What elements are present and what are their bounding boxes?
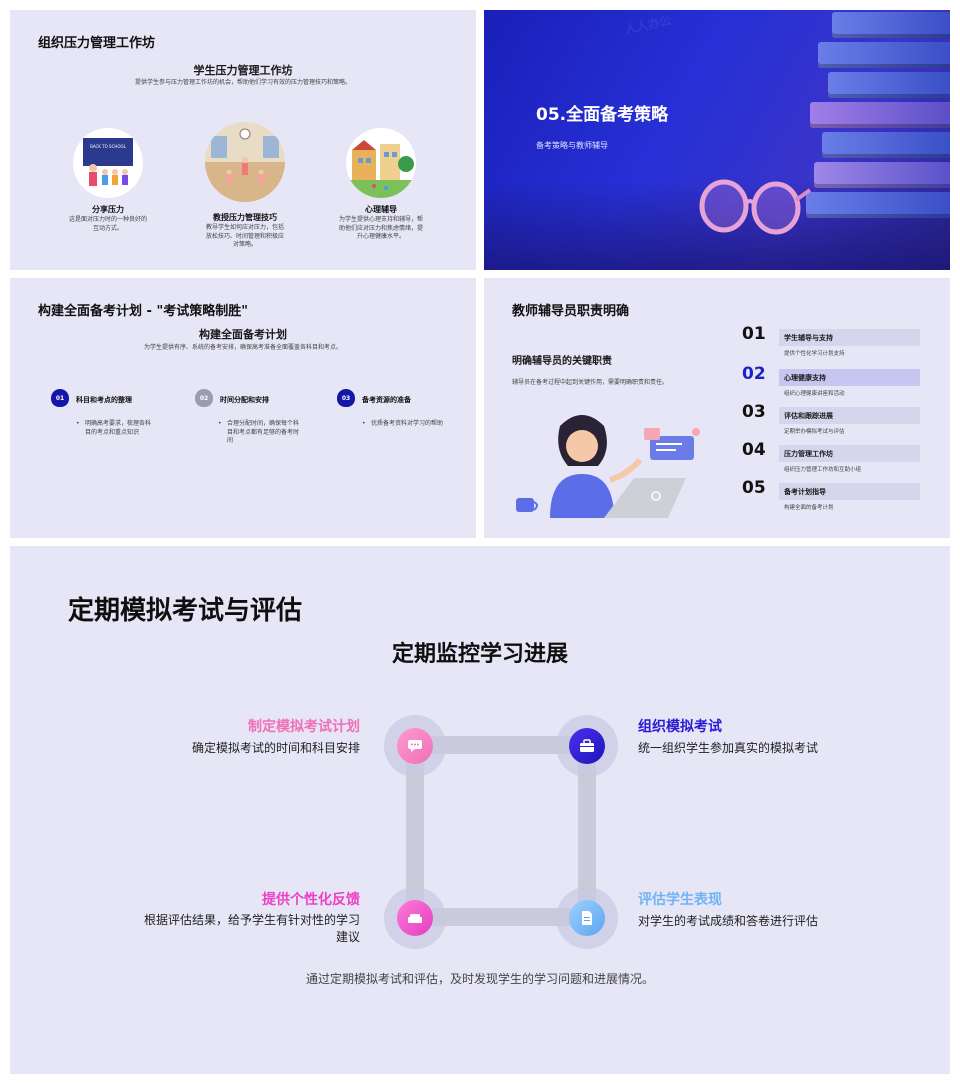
section-title: 05.全面备考策略 — [536, 105, 669, 125]
classroom-illustration: BACK TO SCHOOL — [73, 128, 143, 198]
sofa-icon — [397, 900, 433, 936]
glasses-icon — [699, 179, 812, 235]
duty-num-01: 01 — [742, 324, 766, 344]
slide3-subtitle: 为学生提供有序、系统的备考安排，确保高考准备全面覆盖各科目和考点。 — [143, 344, 342, 351]
step2-label: 时间分配和安排 — [220, 396, 269, 404]
step1-desc: 明确高考要求，梳理各科目的考点和重点知识 — [85, 420, 152, 436]
item2-desc: 教导学生如何应对压力，包括放松技巧、时间管理和积极应对策略。 — [205, 224, 284, 249]
section-subtitle: 备考策略与教师辅导 — [536, 141, 608, 150]
duty-bar-04: 压力管理工作坊 — [779, 445, 920, 462]
item1-label: 分享压力 — [92, 205, 124, 214]
slide3-header: 构建全面备考计划 - "考试策略制胜" — [38, 304, 248, 319]
step-badge-02: 02 — [195, 389, 213, 407]
item3-desc: 为学生提供心理支持和辅导，帮助他们应对压力和焦虑情绪，提升心理健康水平。 — [339, 216, 424, 241]
schoolyard-illustration — [346, 128, 416, 198]
slide-counselor-duties: 教师辅导员职责明确 明确辅导员的关键职责 辅导员在备考过程中起到关键作用，需要明… — [484, 278, 950, 538]
step-evaluate-desc: 对学生的考试成绩和答卷进行评估 — [638, 914, 819, 928]
step-organize-label: 组织模拟考试 — [638, 719, 722, 735]
chat-icon — [397, 728, 433, 764]
step-organize-desc: 统一组织学生参加真实的模拟考试 — [638, 741, 819, 755]
duty-sub-04: 组织压力管理工作坊和互助小组 — [784, 467, 862, 473]
item3-label: 心理辅导 — [365, 205, 397, 214]
step1-label: 科目和考点的整理 — [76, 396, 132, 404]
slide-section-05: 人人办公 05.全面备考策略 备考策略与教师辅导 — [484, 10, 950, 270]
book-stack-image — [800, 10, 950, 240]
step-badge-03: 03 — [337, 389, 355, 407]
duty-sub-02: 组织心理健康讲座和活动 — [784, 391, 845, 397]
slide-mock-exams: 定期模拟考试与评估 定期监控学习进展 制定模拟考试计划 确定模拟考试的时间和科目… — [10, 546, 950, 1074]
slide-stress-workshop: 组织压力管理工作坊 学生压力管理工作坊 提供学生参与压力管理工作坊的机会，帮助他… — [10, 10, 476, 270]
duty-sub-05: 构建全面的备考计划 — [784, 505, 834, 511]
connector-top — [414, 736, 588, 754]
step-plan-label: 制定模拟考试计划 — [248, 719, 360, 735]
teacher-illustration — [516, 415, 700, 518]
duty-bar-05: 备考计划指导 — [779, 483, 920, 500]
board-text: BACK TO SCHOOL — [90, 144, 127, 149]
slide5-footer: 通过定期模拟考试和评估，及时发现学生的学习问题和进展情况。 — [305, 972, 654, 986]
duty-bar-03: 评估和跟踪进展 — [779, 407, 920, 424]
connector-right — [578, 745, 596, 917]
duty-num-04: 04 — [742, 440, 766, 460]
slide4-title: 明确辅导员的关键职责 — [512, 356, 612, 367]
slide1-title: 学生压力管理工作坊 — [193, 64, 293, 77]
duty-sub-01: 提供个性化学习计划支持 — [784, 351, 845, 357]
step-feedback-desc: 根据评估结果，给予学生有针对性的学习建议 — [143, 913, 360, 945]
slide1-subtitle: 提供学生参与压力管理工作坊的机会，帮助他们学习有效的压力管理技巧和策略。 — [134, 79, 351, 86]
connector-bottom — [414, 908, 588, 926]
duty-num-05: 05 — [742, 478, 766, 498]
step-evaluate-label: 评估学生表现 — [638, 892, 722, 908]
document-icon — [569, 900, 605, 936]
duty-bar-01: 学生辅导与支持 — [779, 329, 920, 346]
slide4-header: 教师辅导员职责明确 — [512, 304, 630, 319]
slide1-header: 组织压力管理工作坊 — [38, 36, 156, 51]
duty-num-02: 02 — [742, 364, 766, 384]
duty-bar-02: 心理健康支持 — [779, 369, 920, 386]
step-badge-01: 01 — [51, 389, 69, 407]
slide5-title: 定期监控学习进展 — [391, 642, 568, 667]
watermark: 人人办公 — [623, 13, 674, 37]
briefcase-icon — [569, 728, 605, 764]
step-feedback-label: 提供个性化反馈 — [262, 892, 360, 908]
slide4-desc: 辅导员在备考过程中起到关键作用，需要明确职责和责任。 — [512, 379, 669, 386]
step3-label: 备考资源的准备 — [362, 396, 411, 404]
item2-label: 教授压力管理技巧 — [213, 213, 277, 222]
slide3-title: 构建全面备考计划 — [199, 328, 287, 341]
duty-num-03: 03 — [742, 402, 766, 422]
step2-desc: 合理分配时间，确保每个科目和考点都有足够的备考时间 — [227, 420, 300, 445]
item1-desc: 这是面对压力时的一种良好的互动方式。 — [68, 216, 147, 232]
duty-sub-03: 定期举办模拟考试与评估 — [784, 429, 845, 435]
step3-desc: 优质备考资料对学习的帮助 — [371, 420, 444, 427]
studio-illustration — [205, 122, 285, 202]
slide-exam-plan: 构建全面备考计划 - "考试策略制胜" 构建全面备考计划 为学生提供有序、系统的… — [10, 278, 476, 538]
connector-left — [406, 745, 424, 917]
slide5-header: 定期模拟考试与评估 — [68, 596, 303, 626]
step-plan-desc: 确定模拟考试的时间和科目安排 — [191, 741, 360, 755]
